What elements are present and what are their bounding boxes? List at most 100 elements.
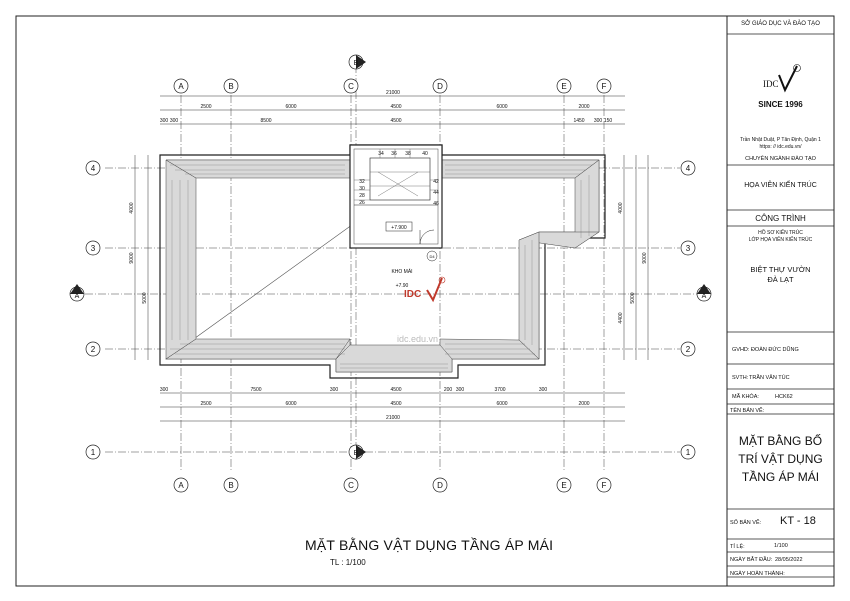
dim-top1-1: 6000 (285, 104, 296, 110)
logo-text-center: IDC (404, 289, 421, 300)
axis-label-c-top: C (348, 82, 354, 91)
dim-bottom1-2: 3700 (494, 387, 505, 393)
axis-label-4-right: 4 (686, 164, 691, 173)
dimension-lines (134, 95, 649, 422)
dim-top1-4: 2000 (578, 104, 589, 110)
stair-step-42: 42 (433, 179, 439, 185)
dim-bottom2-2: 4500 (390, 401, 401, 407)
door-tag: D4 (429, 254, 435, 259)
org-name: SỞ GIÁO DỤC VÀ ĐÀO TẠO (741, 21, 820, 27)
axis-label-2-right: 2 (686, 345, 691, 354)
stair-level: +7.900 (391, 225, 407, 231)
axis-label-1-left: 1 (91, 448, 96, 457)
drawing-name-3: TẦNG ÁP MÁI (741, 470, 820, 484)
dim-bottom-extra-3: 300 (456, 387, 465, 393)
svth-value: TRẦN VĂN TÚC (749, 375, 790, 381)
dim-bottom-extra-1: 300 (330, 387, 339, 393)
stair-room (349, 144, 443, 262)
section-b-top: B (354, 60, 359, 67)
dim-right-0: 4000 (618, 202, 624, 213)
axis-label-2-left: 2 (91, 345, 96, 354)
start-date-value: 28/05/2022 (775, 557, 803, 563)
gvhd-text: GVHD: ĐOÀN ĐỨC DŨNG (732, 347, 799, 353)
stair-step-38: 38 (405, 151, 411, 157)
section-a-right: A (702, 293, 707, 300)
drawing-name-label: TÊN BẢN VẼ: (730, 408, 765, 414)
course-value: HCK62 (775, 394, 793, 400)
dim-top2-4: 1450 (573, 118, 584, 124)
start-date-label: NGÀY BẮT ĐẦU: (730, 557, 773, 563)
sheet-border (15, 15, 835, 587)
axis-label-3-right: 3 (686, 244, 691, 253)
drawing-scale: TL : 1/100 (330, 558, 366, 567)
stair-step-26: 26 (359, 200, 365, 206)
dim-left-0: 4000 (129, 202, 135, 213)
dim-bottom1-1: 4500 (390, 387, 401, 393)
dim-right-3: 9000 (642, 252, 648, 263)
dim-right-2: 5000 (630, 292, 636, 303)
project-name-1: BIỆT THỰ VƯỜN (750, 265, 811, 274)
dim-bottom-extra-2: 200 (444, 387, 453, 393)
dim-overall-top: 21000 (386, 90, 400, 96)
stair-step-28: 28 (359, 193, 365, 199)
axis-label-d-top: D (437, 82, 443, 91)
axis-label-b-bottom: B (228, 481, 233, 490)
dim-left-2: 9000 (129, 252, 135, 263)
course-label: MÃ KHÓA: (732, 394, 759, 400)
dim-bottom-extra-4: 300 (539, 387, 548, 393)
sheet-no-value: KT - 18 (780, 515, 816, 527)
section-b-bottom: B (354, 450, 359, 457)
idc-logo: IDC (763, 64, 801, 93)
project-name-2: ĐÀ LẠT (767, 275, 794, 284)
dim-bottom1-0: 7500 (250, 387, 261, 393)
dim-top2-5: 300 (594, 118, 603, 124)
axis-label-f-bottom: F (602, 481, 607, 490)
axis-label-c-bottom: C (348, 481, 354, 490)
stair-step-40: 40 (422, 151, 428, 157)
project-sub2: LỚP HỌA VIÊN KIẾN TRÚC (748, 237, 813, 243)
row-axis-bubbles (85, 160, 696, 460)
dim-bottom2-1: 6000 (285, 401, 296, 407)
stair-step-30: 30 (359, 186, 365, 192)
project-header: CÔNG TRÌNH (755, 214, 806, 223)
axis-label-1-right: 1 (686, 448, 691, 457)
axis-label-e-top: E (561, 82, 566, 91)
project-sub1: HỒ SƠ KIẾN TRÚC (758, 230, 803, 236)
title-block: SỞ GIÁO DỤC VÀ ĐÀO TẠO SINCE 1996 Trần N… (727, 16, 834, 586)
dim-top2-6: 150 (604, 118, 613, 124)
svth-label: SVTH: (732, 375, 749, 381)
stair-step-44: 44 (433, 190, 439, 196)
axis-label-e-bottom: E (561, 481, 566, 490)
program-value: HỌA VIÊN KIẾN TRÚC (744, 182, 817, 189)
drawing-name-1: MẶT BẰNG BỐ (738, 434, 823, 448)
scale-value: 1/100 (774, 543, 788, 549)
room-level: +7.90 (396, 283, 409, 289)
since-text: SINCE 1996 (758, 100, 803, 109)
dim-top2-2: 8500 (260, 118, 271, 124)
dim-bottom2-4: 2000 (578, 401, 589, 407)
end-date-label: NGÀY HOÀN THÀNH: (730, 571, 785, 577)
section-marks (69, 54, 712, 460)
section-a-left: A (75, 293, 80, 300)
room-label: KHO MÁI (391, 268, 412, 275)
stair-step-34: 34 (378, 151, 384, 157)
dim-right-1: 4400 (618, 312, 624, 323)
column-axis-bubbles (173, 78, 612, 493)
stair-step-32: 32 (359, 179, 365, 185)
sheet-no-label: SỐ BẢN VẼ: (730, 520, 762, 526)
axis-label-f-top: F (602, 82, 607, 91)
axis-label-a-top: A (178, 82, 184, 91)
dim-top2-0: 300 (160, 118, 169, 124)
website-text: https: // idc.edu.vn/ (759, 144, 802, 150)
dim-left-1: 5000 (142, 292, 148, 303)
dim-bottom2-0: 2500 (200, 401, 211, 407)
axis-label-4-left: 4 (91, 164, 96, 173)
dim-top1-0: 2500 (200, 104, 211, 110)
dim-top1-3: 6000 (496, 104, 507, 110)
axis-label-d-bottom: D (437, 481, 443, 490)
drawing-title: MẶT BẰNG VẬT DỤNG TẦNG ÁP MÁI (305, 537, 554, 553)
stair-step-36: 36 (391, 151, 397, 157)
logo-text: IDC (763, 79, 779, 89)
